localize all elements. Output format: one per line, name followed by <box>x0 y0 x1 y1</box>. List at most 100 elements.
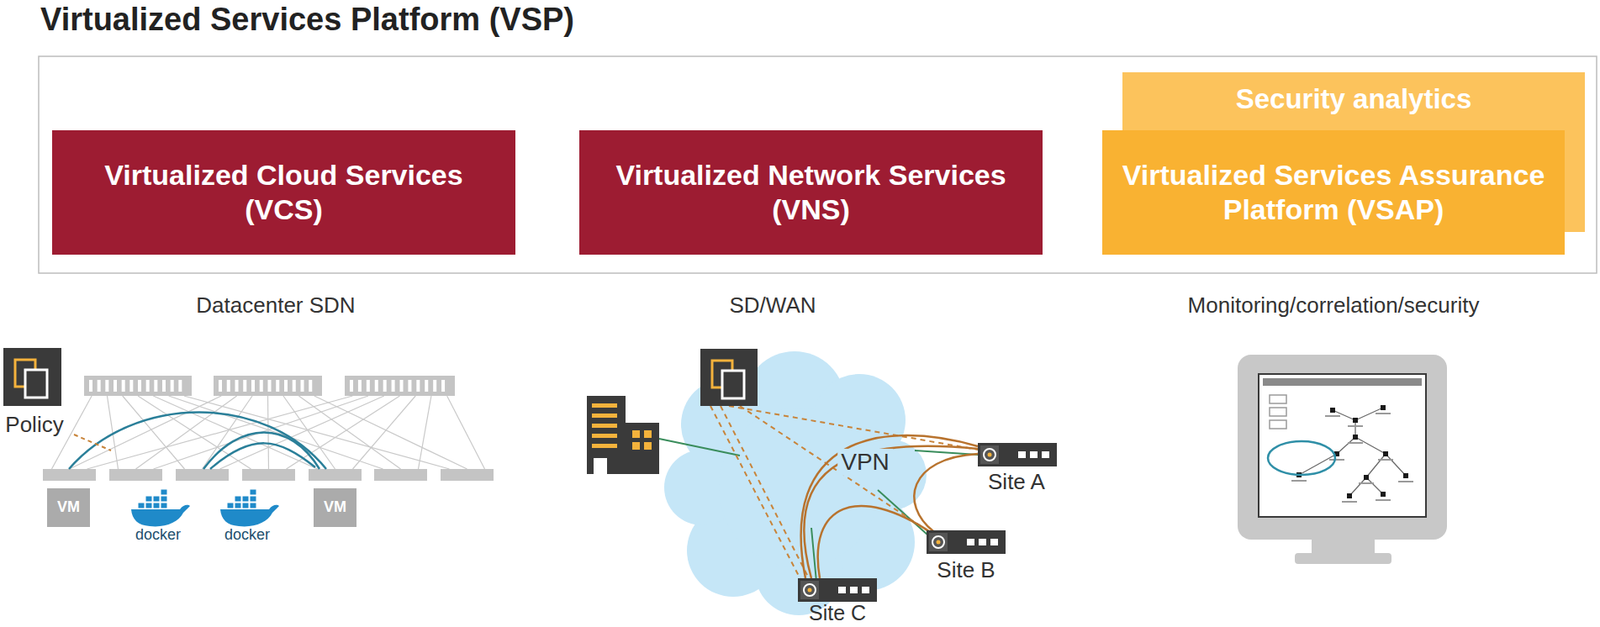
docker-logo <box>220 489 280 527</box>
spine-switch <box>89 380 93 392</box>
docker-logo <box>160 502 168 509</box>
spine-switch <box>242 380 247 392</box>
policy-icon <box>3 348 62 407</box>
fabric-mesh <box>153 396 370 470</box>
spine-switch <box>268 380 272 392</box>
spine-switch <box>433 380 437 392</box>
docker-logo <box>153 502 160 509</box>
section-caption: Datacenter SDN <box>195 293 355 319</box>
spine-switch <box>121 380 126 392</box>
monitor-icon <box>1329 459 1345 461</box>
monitor-icon <box>1269 420 1287 429</box>
fabric-mesh <box>69 396 222 470</box>
spine-switch <box>407 380 412 392</box>
spine-switch <box>213 375 323 397</box>
site-device <box>1029 451 1038 459</box>
spine-switch <box>259 380 264 392</box>
product-box: Virtualized Services Assurance Platform … <box>1102 130 1565 255</box>
monitor-icon <box>1269 395 1287 404</box>
monitor-icon <box>1299 407 1406 497</box>
leaf-switch <box>308 469 362 481</box>
spine-switch <box>178 380 182 392</box>
fabric-mesh <box>353 396 417 470</box>
site-device <box>1018 451 1026 459</box>
monitor-icon <box>1269 407 1287 417</box>
leaf-switch <box>175 469 229 481</box>
spine-switch <box>344 375 455 397</box>
docker-label: docker <box>224 526 270 544</box>
monitor-icon <box>1325 415 1341 418</box>
building-icon <box>632 430 640 439</box>
node-label: Virtualized Network Services (VNS) <box>589 158 1033 228</box>
vm-box: VM <box>313 488 357 528</box>
fabric-mesh <box>52 396 486 470</box>
fabric-mesh <box>447 396 486 470</box>
spine-switch <box>218 380 222 392</box>
spine-switch <box>416 380 420 392</box>
control-link <box>710 406 801 580</box>
docker-logo <box>160 489 168 496</box>
spine-switch <box>105 380 109 392</box>
fabric-mesh <box>122 396 185 470</box>
node-label: Virtualized Services Assurance Platform … <box>1112 158 1555 228</box>
fabric-mesh <box>137 396 252 470</box>
site-device <box>800 580 819 600</box>
docker-logo <box>242 502 249 509</box>
monitor-icon <box>1347 442 1363 444</box>
monitor-icon <box>1375 412 1391 415</box>
fabric-mesh <box>168 396 384 470</box>
site-device <box>797 578 877 602</box>
monitor-icon <box>1330 407 1336 413</box>
cloud <box>718 407 879 568</box>
overlay-tunnel <box>210 443 316 470</box>
vpn-tunnel <box>913 454 978 532</box>
site-device <box>987 453 993 458</box>
policy-leader <box>73 434 111 451</box>
leaf-switch <box>374 469 428 481</box>
building-icon <box>591 403 618 408</box>
spine-switch <box>300 380 305 392</box>
monitor-icon <box>1358 482 1374 485</box>
building-icon <box>591 433 618 439</box>
docker-logo <box>227 502 234 509</box>
leaf-switch <box>42 469 96 481</box>
building-icon <box>591 443 618 449</box>
building-icon <box>632 442 640 450</box>
underlay-link <box>877 490 929 536</box>
site-device <box>978 538 987 546</box>
vpn-tunnel <box>818 506 932 579</box>
building-icon <box>586 396 660 475</box>
spine-switch <box>137 380 142 392</box>
node-label: VM <box>57 498 80 518</box>
spine-switch <box>308 380 312 392</box>
docker-logo <box>249 502 257 509</box>
monitor-icon <box>1347 425 1363 428</box>
docker-logo <box>145 496 153 502</box>
site-device <box>926 530 1006 555</box>
fabric-mesh <box>283 396 336 470</box>
docker-logo <box>153 496 160 502</box>
monitor-icon <box>1403 473 1409 479</box>
node-label: Security analytics <box>1235 82 1473 117</box>
building-icon <box>591 413 618 418</box>
building-icon <box>586 396 626 475</box>
site-device <box>990 538 999 546</box>
spine-switch <box>374 380 379 392</box>
spine-switch <box>235 380 239 392</box>
leaf-switch <box>440 469 494 481</box>
monitor-icon <box>1383 451 1389 457</box>
spine-switch <box>275 380 280 392</box>
overlay-tunnel <box>68 412 327 470</box>
spine-switch <box>284 380 288 392</box>
site-device <box>929 533 948 552</box>
site-device <box>983 448 996 461</box>
monitor-icon <box>1352 434 1358 440</box>
spine-switch <box>129 380 133 392</box>
policy-icon <box>3 348 62 407</box>
control-link <box>739 406 929 532</box>
monitor-icon <box>1267 441 1336 476</box>
monitor-icon <box>1258 374 1426 518</box>
vm-box: VM <box>47 488 90 528</box>
page-title: Virtualized Services Platform (VSP) <box>40 1 575 38</box>
monitor-icon <box>1237 354 1447 540</box>
